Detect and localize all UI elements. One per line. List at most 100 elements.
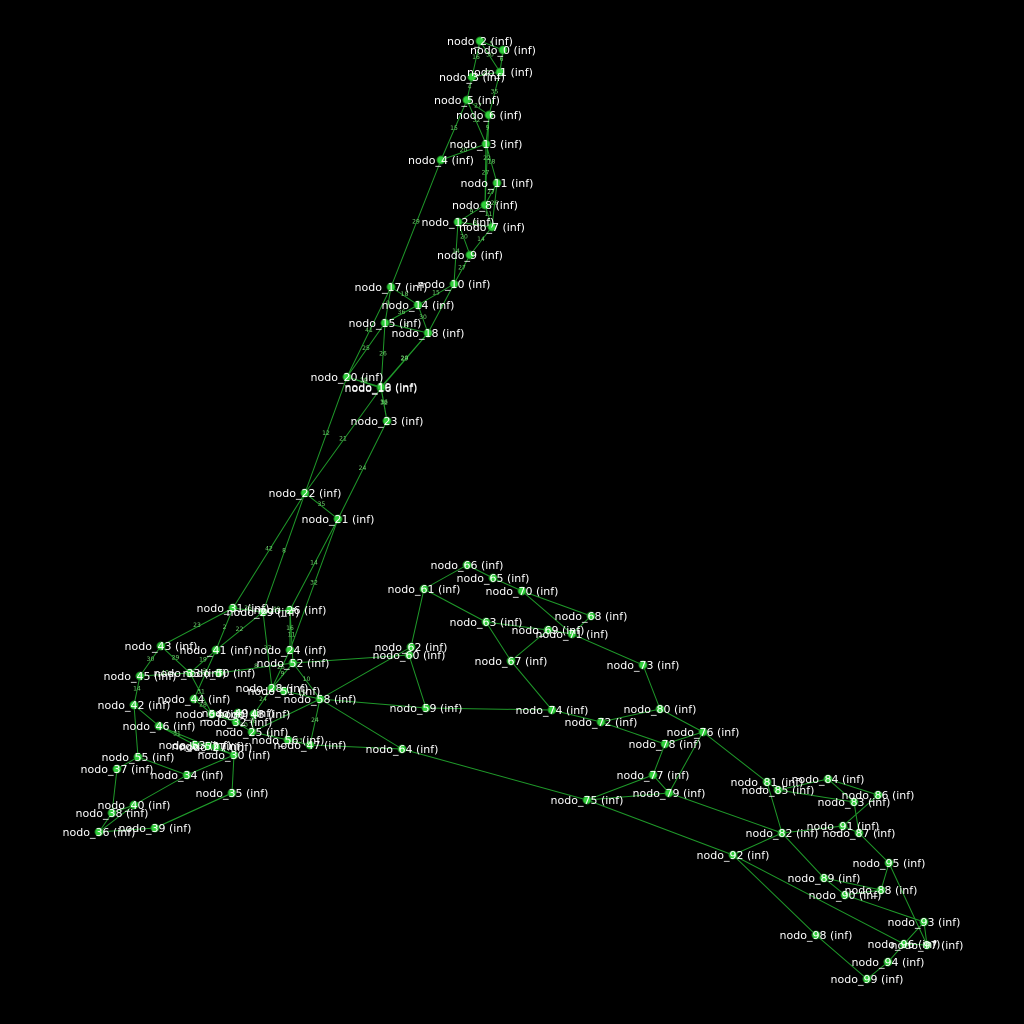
edge-weight-label: 30 [360, 377, 368, 384]
edge-weight-label: 14 [310, 560, 318, 567]
edge-weight-label: 20 [460, 234, 468, 241]
graph-node [227, 788, 237, 798]
graph-edge [668, 792, 783, 834]
edge-weight-label: 29 [401, 356, 409, 363]
graph-edge [262, 492, 306, 613]
graph-edge [777, 778, 829, 791]
graph-node [777, 828, 787, 838]
graph-edge [346, 286, 392, 378]
edge-weight-label: 32 [473, 117, 481, 124]
node-label: nodo_94 (inf) [852, 956, 925, 969]
graph-edge [586, 799, 734, 856]
node-label: nodo_67 (inf) [475, 655, 548, 668]
graph-edge [401, 748, 588, 801]
graph-edge [380, 332, 429, 389]
graph-edge [440, 99, 468, 161]
edge-weight-label: 32 [310, 580, 318, 587]
graph-edge [390, 159, 442, 288]
graph-edge [98, 827, 156, 833]
edge-weight-label: 35 [491, 89, 499, 96]
edge-weight-label: 28 [199, 702, 207, 709]
graph-edge [253, 687, 273, 715]
edge-weight-label: 4 [468, 84, 472, 91]
graph-node [229, 750, 239, 760]
node-label: nodo_87 (inf) [823, 827, 896, 840]
graph-node [423, 328, 433, 338]
node-label: nodo_16 (inf) [345, 382, 418, 395]
graph-node [840, 890, 850, 900]
graph-edge [466, 564, 494, 579]
node-label: nodo_77 (inf) [617, 769, 690, 782]
graph-edge [466, 99, 487, 145]
graph-node [465, 250, 475, 260]
graph-node [150, 823, 160, 833]
edge-weight-label: 15 [432, 290, 440, 297]
node-label: nodo_98 (inf) [780, 929, 853, 942]
graph-node [582, 795, 592, 805]
graph-node [279, 686, 289, 696]
graph-edge [251, 698, 321, 733]
graph-edge [133, 704, 160, 727]
node-label: nodo_14 (inf) [382, 299, 455, 312]
graph-edge [664, 731, 704, 745]
graph-edge [485, 621, 512, 662]
edge-weight-label: 40 [161, 670, 169, 677]
edge-weight-label: 22 [236, 626, 244, 633]
graph-node [300, 488, 310, 498]
graph-edge [410, 588, 425, 648]
node-label: nodo_72 (inf) [565, 716, 638, 729]
node-label: nodo_54 (inf) [176, 708, 249, 721]
node-label: nodo_82 (inf) [746, 827, 819, 840]
node-label: nodo_22 (inf) [269, 487, 342, 500]
graph-edge [380, 387, 388, 422]
node-label: nodo_81 (inf) [731, 776, 804, 789]
graph-edge [384, 322, 429, 334]
graph-edge [262, 611, 273, 689]
graph-edge [842, 794, 879, 827]
node-label: nodo_26 (inf) [254, 604, 327, 617]
graph-node [819, 873, 829, 883]
graph-edge [417, 283, 455, 306]
graph-edge [186, 754, 235, 776]
edge-weight-label: 2 [223, 624, 227, 631]
graph-edge [479, 40, 501, 73]
edge-weight-label: 21 [339, 436, 347, 443]
graph-node [462, 560, 472, 570]
graph-node [854, 828, 864, 838]
graph-edge [193, 649, 217, 700]
edge-weight-label: 28 [360, 378, 368, 385]
graph-node [156, 641, 166, 651]
node-label: nodo_62 (inf) [375, 641, 448, 654]
node-label: nodo_45 (inf) [104, 670, 177, 683]
edge-weight-label: 14 [133, 686, 141, 693]
node-label: nodo_0 (inf) [470, 44, 536, 57]
graph-edge [551, 709, 602, 723]
edge-weight-label: 3 [439, 304, 443, 311]
graph-edge [781, 825, 844, 834]
edge-weight-label: 9 [281, 671, 285, 678]
graph-edge [732, 832, 783, 856]
graph-node [283, 735, 293, 745]
edge-weight-layer: 5630162042735329201518272227112682091427… [133, 41, 503, 745]
node-label: nodo_50 (inf) [183, 667, 256, 680]
graph-edge [903, 921, 925, 945]
graph-edge [417, 304, 429, 334]
node-label: nodo_44 (inf) [158, 693, 231, 706]
node-label: nodo_78 (inf) [629, 738, 702, 751]
graph-node [333, 514, 343, 524]
graph-node [492, 178, 502, 188]
node-label: nodo_71 (inf) [536, 628, 609, 641]
graph-node [382, 416, 392, 426]
graph-node [838, 821, 848, 831]
graph-edge [571, 633, 644, 666]
graph-node [154, 721, 164, 731]
edge-weight-label: 35 [318, 501, 326, 508]
graph-edge [586, 792, 670, 801]
node-label: nodo_27 (inf) [180, 741, 253, 754]
graph-node [922, 940, 932, 950]
graph-node [267, 683, 277, 693]
graph-edge [866, 961, 889, 980]
node-label: nodo_30 (inf) [198, 749, 271, 762]
graph-edge [423, 588, 487, 623]
graph-node [660, 739, 670, 749]
